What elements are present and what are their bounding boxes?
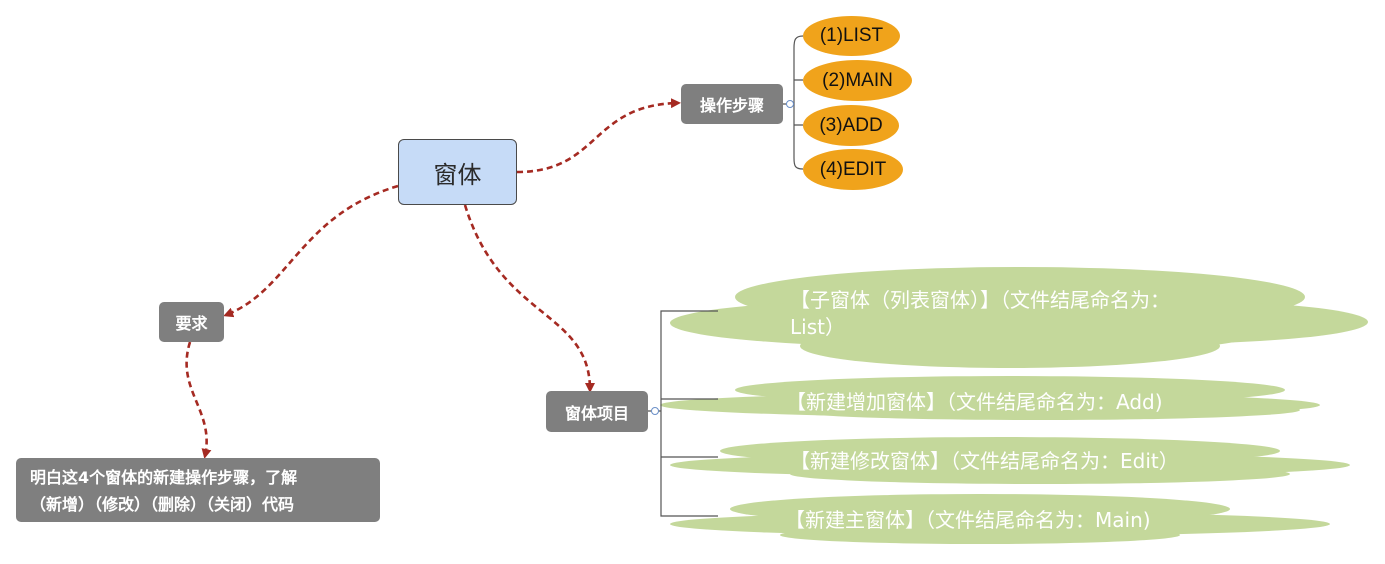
- cloud-shape-edit: [670, 437, 1350, 484]
- project-item-main[interactable]: 【新建主窗体】（文件结尾命名为：Main): [785, 504, 1151, 533]
- arrow-root-to-project: [463, 204, 595, 393]
- project-item-list[interactable]: 【子窗体（列表窗体）】（文件结尾命名为： List）: [790, 287, 1260, 341]
- cloud-shape-list: [670, 267, 1368, 368]
- step-item-main[interactable]: (2)MAIN: [803, 60, 912, 101]
- cloud-shape-main: [670, 494, 1330, 544]
- cloud-shape-add: [660, 376, 1320, 420]
- project-item-add[interactable]: 【新建增加窗体】（文件结尾命名为：Add): [786, 386, 1163, 415]
- root-node[interactable]: 窗体: [398, 139, 517, 205]
- step-item-label: (4)EDIT: [819, 158, 887, 180]
- step-item-label: (3)ADD: [819, 114, 883, 136]
- step-item-list[interactable]: (1)LIST: [803, 16, 900, 56]
- arrow-root-to-requirement: [223, 184, 399, 318]
- requirement-detail-line: （新增）（修改）（删除）（关闭）代码: [30, 495, 295, 514]
- project-item-line: 【新建修改窗体】（文件结尾命名为：Edit）: [790, 449, 1179, 473]
- steps-collapse-handle[interactable]: [786, 100, 794, 108]
- step-item-label: (2)MAIN: [822, 69, 893, 91]
- steps-node[interactable]: 操作步骤: [681, 84, 783, 124]
- project-node-label: 窗体项目: [564, 403, 629, 423]
- step-item-add[interactable]: (3)ADD: [803, 105, 899, 146]
- step-item-label: (1)LIST: [819, 25, 884, 46]
- step-item-edit[interactable]: (4)EDIT: [803, 149, 903, 190]
- arrow-requirement-to-detail: [185, 341, 212, 459]
- requirement-node[interactable]: 要求: [159, 302, 224, 342]
- project-bracket: [648, 310, 718, 517]
- project-collapse-handle[interactable]: [651, 407, 659, 415]
- steps-node-label: 操作步骤: [699, 96, 764, 115]
- project-item-edit[interactable]: 【新建修改窗体】（文件结尾命名为：Edit）: [790, 445, 1179, 474]
- project-item-line: List）: [790, 315, 845, 339]
- requirement-detail-line: 明白这4个窗体的新建操作步骤，了解: [30, 468, 298, 487]
- arrow-root-to-steps: [516, 98, 681, 174]
- project-node[interactable]: 窗体项目: [546, 391, 648, 432]
- steps-bracket: [783, 35, 804, 170]
- requirement-detail[interactable]: 明白这4个窗体的新建操作步骤，了解 （新增）（修改）（删除）（关闭）代码: [16, 458, 380, 522]
- project-item-line: 【新建增加窗体】（文件结尾命名为：Add): [786, 390, 1163, 414]
- requirement-node-label: 要求: [175, 314, 208, 333]
- root-node-label: 窗体: [433, 160, 482, 189]
- project-item-line: 【子窗体（列表窗体）】（文件结尾命名为：: [790, 288, 1170, 312]
- project-item-line: 【新建主窗体】（文件结尾命名为：Main): [785, 508, 1151, 532]
